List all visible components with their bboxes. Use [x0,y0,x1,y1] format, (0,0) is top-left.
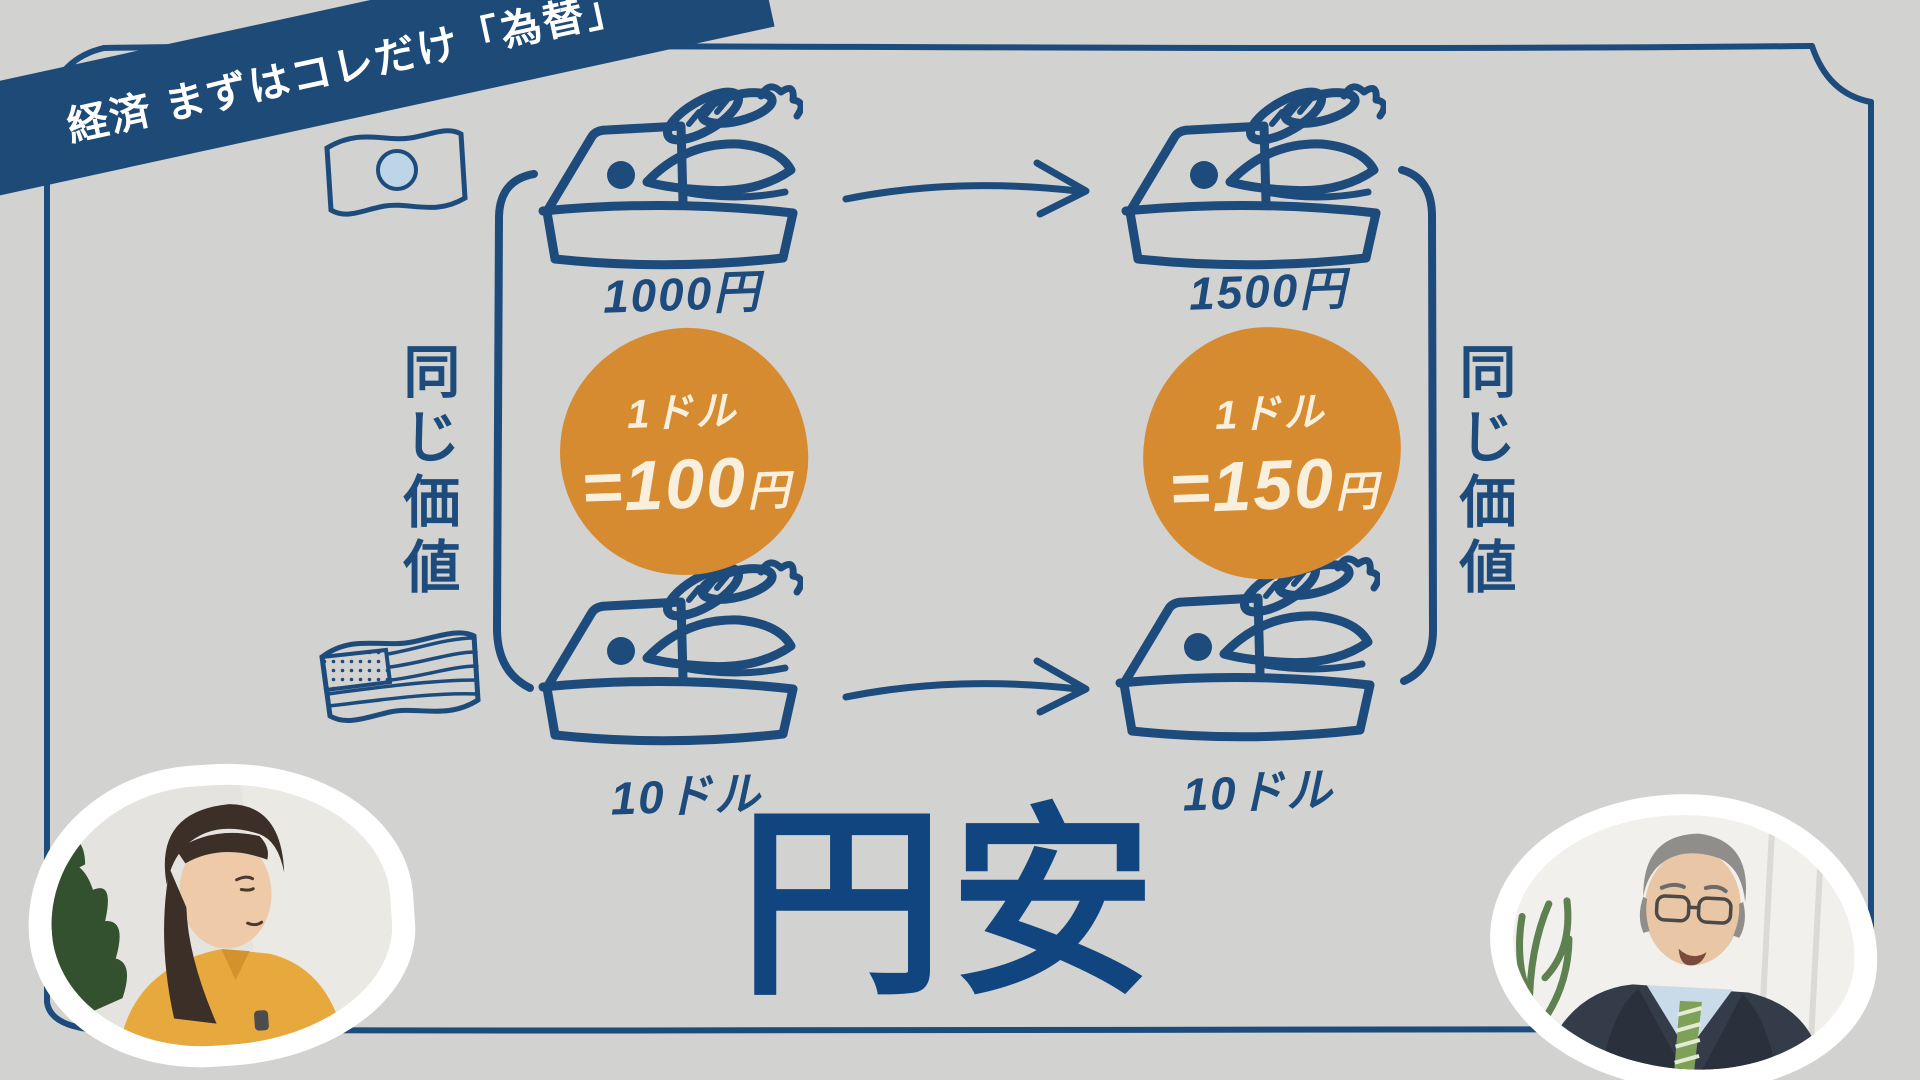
rate-unit-left: 円 [746,465,791,515]
headline-yen-depreciation: 円安 [739,790,1161,1019]
rate-top-left: 1ドル [626,388,739,437]
bracket-right-icon [1398,166,1438,685]
rate-main-right: =150円 [1168,441,1378,528]
arrow-right-icon-top [842,159,1090,218]
woman-illustration [42,773,400,1057]
rate-unit-right: 円 [1334,467,1379,516]
presenter-photo-left [17,750,425,1080]
basket-label-top-left: 1000円 [602,265,763,323]
same-value-label-left: 同じ価値 [394,342,459,602]
arrow-right-icon-bottom [842,657,1090,716]
same-value-label-right: 同じ価値 [1450,342,1515,602]
grocery-basket-icon-bottom-right [1120,555,1378,737]
grocery-basket-icon-bottom-left [543,559,801,741]
basket-label-top-right: 1500円 [1188,262,1349,320]
rate-amount-left: =100 [579,442,749,527]
presenter-photo-left-image [42,773,400,1057]
bracket-left-icon [492,170,538,692]
glasses-icon [1654,894,1733,925]
us-flag-icon [322,633,478,721]
rate-amount-right: =150 [1167,443,1337,528]
grocery-basket-icon-top-left [543,83,801,265]
rate-main-left: =100円 [580,440,790,527]
presenter-photo-right [1482,784,1886,1080]
man-illustration [1506,806,1862,1078]
rate-top-right: 1ドル [1214,390,1327,438]
grocery-basket-icon-top-right [1126,83,1384,265]
presenter-photo-right-image [1506,806,1862,1078]
japan-flag-icon [327,131,465,214]
